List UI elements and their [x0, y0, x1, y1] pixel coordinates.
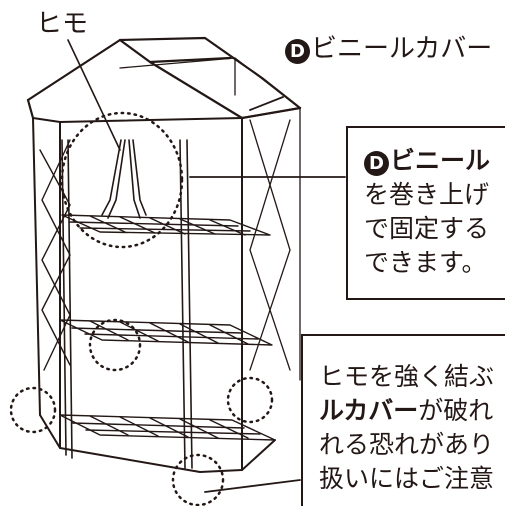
cover-mark-icon: D — [285, 39, 310, 64]
bottom-hem — [39, 414, 276, 473]
callout1-line2: を巻き上げ — [364, 180, 490, 209]
callout-box-warning: ヒモを強く結ぶ ルカバーが破れ れる恐れがあり 扱いにはご注意 — [301, 334, 505, 506]
callout1-mark-icon: D — [364, 151, 389, 176]
callout2-line1: ヒモを強く結ぶ — [319, 362, 495, 391]
shelf-top — [61, 214, 271, 236]
cover-label-text: ビニールカバー — [311, 34, 493, 64]
callout1-title: ビニール — [390, 146, 491, 175]
callout2-line3: れる恐れがあり — [319, 430, 495, 459]
callout1-line4: できます。 — [364, 248, 487, 277]
callout2-line4: 扱いにはご注意 — [319, 464, 495, 493]
highlight-circle-corner-left — [9, 386, 57, 434]
highlight-circle-corner-front — [171, 453, 225, 506]
side-frame-left-x — [39, 139, 71, 371]
himo-strings — [67, 39, 147, 219]
callout2-bold: ルカバー — [319, 396, 419, 425]
side-cover-left — [32, 117, 61, 416]
shelf-middle — [59, 319, 273, 346]
callout1-line3: で固定する — [364, 214, 490, 243]
callout2-line2: ルカバーが破れ — [319, 394, 505, 428]
highlight-circle-shelf — [88, 318, 142, 372]
callout2-rest: が破れ — [418, 396, 494, 425]
leader-lines — [189, 96, 346, 493]
himo-label: ヒモ — [36, 9, 89, 39]
dotted-circles — [9, 111, 274, 506]
highlight-circle-strings — [60, 111, 184, 249]
highlight-circle-corner-right — [226, 376, 274, 424]
